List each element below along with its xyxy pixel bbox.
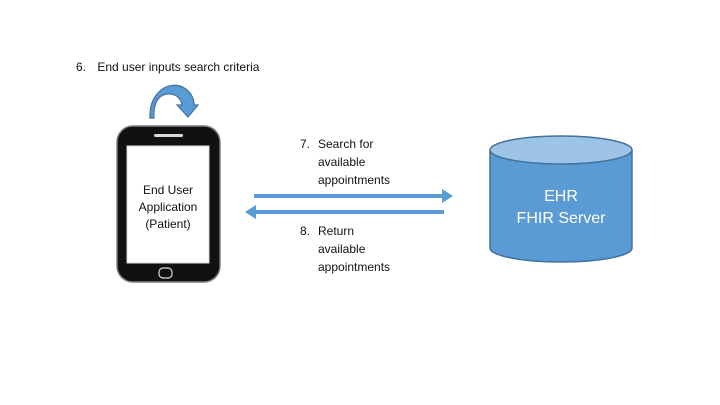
ehr-fhir-server [489, 135, 633, 263]
loop-arrow-icon [149, 84, 200, 119]
step-8-indent [300, 258, 318, 276]
phone-label-line-1: End User [142, 183, 194, 197]
arrow-response-shaft [256, 210, 444, 214]
step-7-line-2: available [318, 155, 366, 169]
server-label: EHR FHIR Server [490, 186, 632, 230]
step-7-indent [300, 153, 318, 171]
arrow-response-head [245, 205, 256, 219]
phone-label-line-2: Application [138, 200, 198, 214]
step-8-line-1: Return [318, 224, 355, 238]
step-8-line-3: appointments [318, 260, 391, 274]
arrow-request-head [442, 189, 453, 203]
step-6-label: 6. End user inputs search criteria [76, 58, 296, 76]
server-cylinder-top [489, 135, 633, 165]
arrow-request [254, 189, 453, 203]
step-7-line-3: appointments [318, 173, 391, 187]
phone-speaker [154, 134, 183, 137]
step-6-text: End user inputs search criteria [97, 60, 260, 74]
step-8-row-3: appointments [300, 258, 440, 276]
step-7-line-1: Search for [318, 137, 374, 151]
step-7-row-2: available [300, 153, 440, 171]
server-label-line-1: EHR [544, 188, 578, 205]
step-8-number: 8. [300, 224, 311, 238]
phone-home-button [158, 267, 173, 279]
step-8-label: 8. Return available appointments [300, 222, 440, 276]
step-8-row-1: 8. Return [300, 222, 440, 240]
step-7-row-1: 7. Search for [300, 135, 440, 153]
phone-screen-label: End User Application (Patient) [127, 182, 209, 233]
phone-label-line-3: (Patient) [145, 217, 191, 231]
arrow-request-shaft [254, 194, 442, 198]
phone-device [116, 125, 221, 283]
step-7-row-3: appointments [300, 171, 440, 189]
arrow-response [245, 205, 444, 219]
step-6-number: 6. [76, 60, 87, 74]
step-7-label: 7. Search for available appointments [300, 135, 440, 189]
step-7-number: 7. [300, 137, 311, 151]
step-8-indent [300, 240, 318, 258]
step-8-line-2: available [318, 242, 366, 256]
server-cylinder-body [489, 150, 633, 263]
phone-screen [126, 145, 210, 264]
step-8-row-2: available [300, 240, 440, 258]
server-label-line-2: FHIR Server [516, 210, 606, 227]
step-7-indent [300, 171, 318, 189]
